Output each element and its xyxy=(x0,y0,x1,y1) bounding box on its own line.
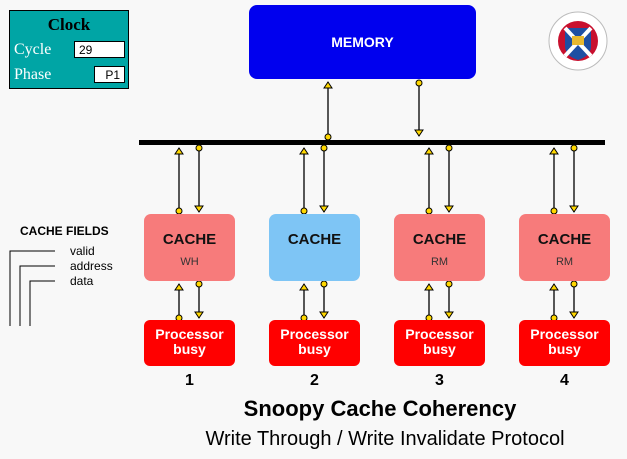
connector-dot xyxy=(415,79,423,87)
node-number: 3 xyxy=(435,372,444,389)
cycle-label: Cycle xyxy=(14,41,52,58)
cache-3[interactable]: CACHE RM xyxy=(394,214,485,281)
field-address: address xyxy=(70,259,113,273)
processor-3[interactable]: Processor busy xyxy=(394,320,485,366)
connector-dot xyxy=(195,144,203,152)
connector-dot xyxy=(570,144,578,152)
connector-dot xyxy=(324,133,332,141)
arrow-up-icon xyxy=(549,283,559,291)
node-number: 4 xyxy=(560,372,569,389)
arrow-down-icon xyxy=(569,205,579,213)
field-bracket-line xyxy=(19,265,55,326)
arrow-up-icon xyxy=(299,283,309,291)
university-logo xyxy=(548,11,608,71)
cache-state: WH xyxy=(180,256,199,268)
connector-dot xyxy=(570,280,578,288)
clock-panel: Clock Cycle 29 Phase P1 xyxy=(9,10,129,89)
field-valid: valid xyxy=(70,244,95,258)
arrow-up-icon xyxy=(424,283,434,291)
processor-status: busy xyxy=(173,341,206,357)
cache-fields-title: CACHE FIELDS xyxy=(20,224,109,238)
connector-dot xyxy=(195,280,203,288)
arrow-up-icon xyxy=(174,147,184,155)
arrow-down-icon xyxy=(569,311,579,319)
cache-4[interactable]: CACHE RM xyxy=(519,214,610,281)
processor-status: busy xyxy=(298,341,331,357)
arrow-up-icon xyxy=(549,147,559,155)
processor-label: Processor xyxy=(155,326,224,342)
arrow-up-icon xyxy=(174,283,184,291)
cache-2[interactable]: CACHE xyxy=(269,214,360,281)
phase-field: P1 xyxy=(94,66,125,83)
processor-label: Processor xyxy=(405,326,474,342)
connector-dot xyxy=(445,280,453,288)
processor-status: busy xyxy=(423,341,456,357)
arrow-down-icon xyxy=(319,205,329,213)
cache-label: CACHE xyxy=(287,231,342,248)
processor-1[interactable]: Processor busy xyxy=(144,320,235,366)
connector-dot xyxy=(320,144,328,152)
field-bracket-line xyxy=(29,280,55,326)
processor-label: Processor xyxy=(280,326,349,342)
processor-2[interactable]: Processor busy xyxy=(269,320,360,366)
cycle-field: 29 xyxy=(74,41,125,58)
system-bus xyxy=(139,140,605,145)
memory-label: MEMORY xyxy=(331,34,394,50)
node-number: 1 xyxy=(185,372,194,389)
arrow-up-icon xyxy=(323,81,333,89)
arrow-up-icon xyxy=(299,147,309,155)
arrow-down-icon xyxy=(414,129,424,137)
node-number: 2 xyxy=(310,372,319,389)
arrow-down-icon xyxy=(444,205,454,213)
connector-dot xyxy=(320,280,328,288)
arrow-up-icon xyxy=(424,147,434,155)
memory-box[interactable]: MEMORY xyxy=(249,5,476,79)
cache-state: RM xyxy=(430,256,449,268)
arrow-down-icon xyxy=(194,311,204,319)
processor-label: Processor xyxy=(530,326,599,342)
clock-title: Clock xyxy=(47,15,91,34)
page-title: Snoopy Cache Coherency xyxy=(243,396,517,421)
processor-status: busy xyxy=(548,341,581,357)
field-data: data xyxy=(70,274,94,288)
arrow-down-icon xyxy=(194,205,204,213)
page-subtitle: Write Through / Write Invalidate Protoco… xyxy=(205,428,565,450)
cache-label: CACHE xyxy=(162,231,217,248)
cache-state: RM xyxy=(555,256,574,268)
cache-label: CACHE xyxy=(412,231,467,248)
phase-label: Phase xyxy=(14,66,52,83)
arrow-down-icon xyxy=(444,311,454,319)
processor-4[interactable]: Processor busy xyxy=(519,320,610,366)
connector-dot xyxy=(445,144,453,152)
cache-label: CACHE xyxy=(537,231,592,248)
cache-1[interactable]: CACHE WH xyxy=(144,214,235,281)
arrow-down-icon xyxy=(319,311,329,319)
field-bracket-line xyxy=(9,250,55,326)
